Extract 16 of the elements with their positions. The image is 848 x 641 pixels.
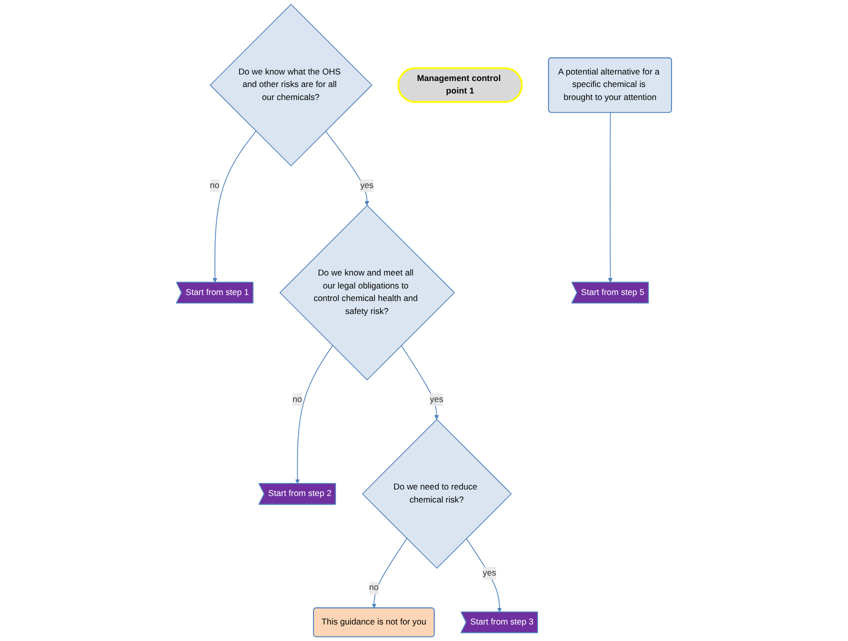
node-diamond: Do we know and meet all our legal obligations to control chemical health and safety risk? [279,204,455,380]
arrow [325,130,370,206]
edge-label: yes [482,568,496,578]
edge-label: no [369,583,379,592]
edge-label: no [210,180,220,190]
arrow [212,130,256,283]
arrow [295,345,333,484]
arrow [400,345,439,420]
edge-label: no [292,394,302,404]
edge-label: yes [430,394,444,404]
arrow [372,538,408,608]
node-diamond: Do we need to reduce chemical risk? [362,418,512,569]
node-diamond: Do we know what the OHS and other risks are for all our chemicals? [210,4,372,166]
arrow [466,538,502,612]
arrow [608,112,613,283]
edge-label: yes [360,180,374,190]
